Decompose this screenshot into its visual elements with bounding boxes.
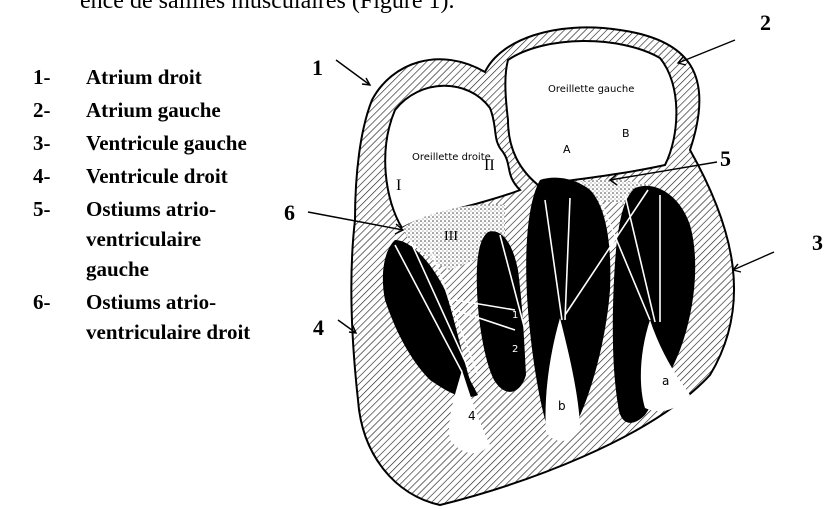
callout-number-1: 1 <box>312 55 323 80</box>
label-oreillette-gauche: Oreillette gauche <box>548 84 634 95</box>
label-oreillette-droite: Oreillette droite <box>412 152 491 163</box>
callout-number-3: 3 <box>812 230 823 255</box>
label-B: B <box>622 127 630 140</box>
label-roman-II: II <box>484 157 495 174</box>
callout-number-2: 2 <box>760 10 771 35</box>
label-small-2: 2 <box>512 344 518 355</box>
label-small-1: 1 <box>512 310 518 321</box>
callout-number-4: 4 <box>313 315 324 340</box>
label-A: A <box>563 143 571 156</box>
callout-number-6: 6 <box>284 200 295 225</box>
label-roman-I: I <box>396 177 401 194</box>
left-atrium-cavity <box>505 41 676 185</box>
label-small-4: 4 <box>468 409 476 423</box>
label-small-b: b <box>558 399 566 413</box>
label-roman-III: III <box>444 229 458 244</box>
label-small-a: a <box>662 374 669 388</box>
callout-number-5: 5 <box>720 146 731 171</box>
